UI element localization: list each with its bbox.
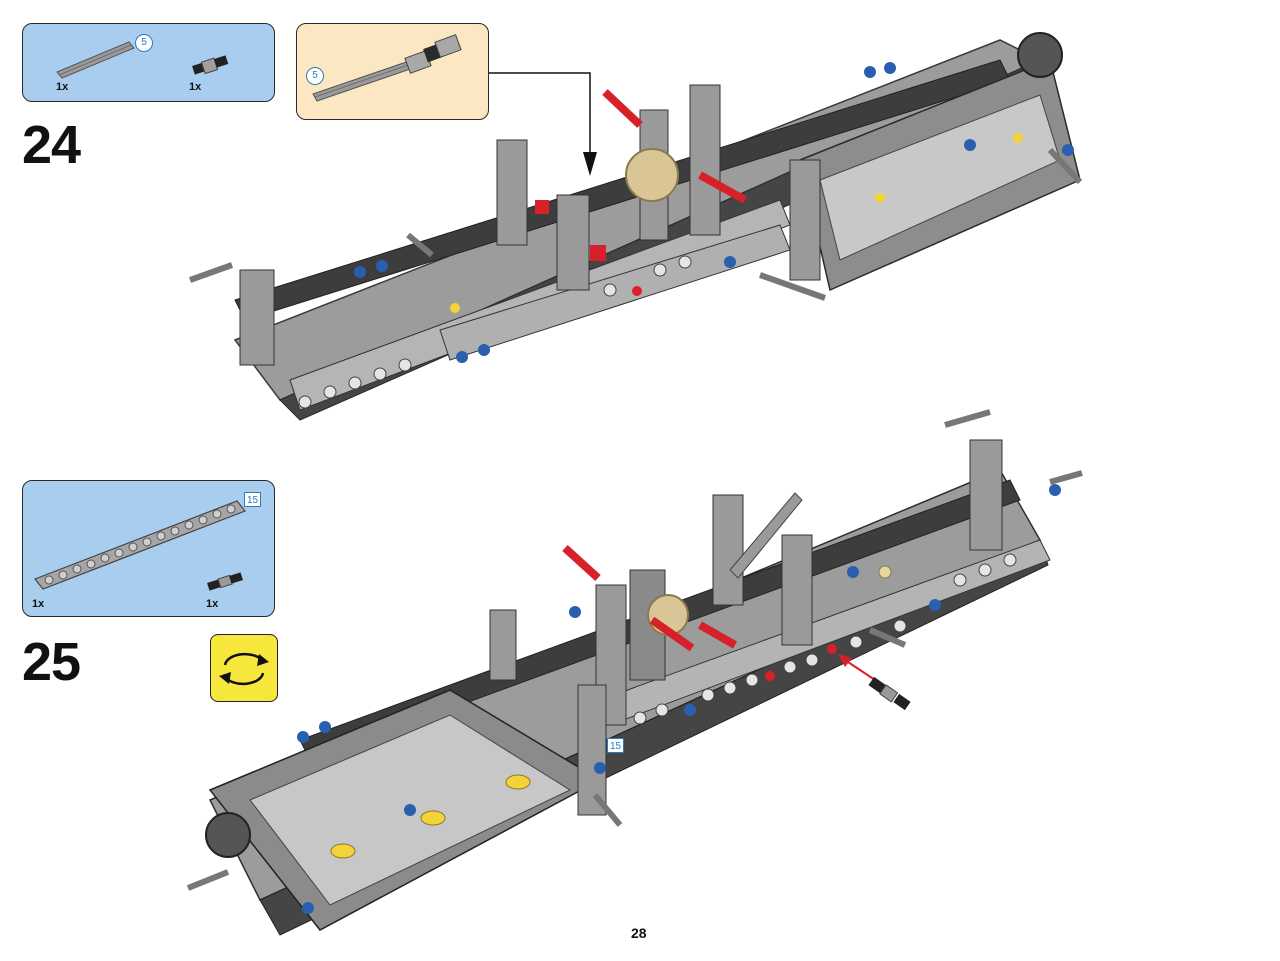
beam-holes-24 [298, 255, 692, 409]
subassembly-axle-length: 5 [306, 67, 324, 85]
rotate-model-box [210, 634, 278, 702]
colored-pins-25 [297, 484, 1061, 914]
beam-part-icon [34, 500, 246, 590]
callout-arrow-line [489, 72, 591, 160]
axle-stubs-24 [188, 147, 1083, 301]
step-24-subassembly-box: 5 [296, 23, 489, 120]
pin-connector-icon [207, 572, 243, 591]
rotate-model-icon [219, 652, 269, 686]
chassis-frame-25 [205, 439, 1051, 936]
step-24-parts-box: 5 1x 1x [22, 23, 275, 102]
step-25-parts-art [34, 500, 246, 591]
step-25-number: 25 [22, 632, 81, 692]
axle-part-icon [56, 41, 135, 79]
axle-stubs-25 [186, 409, 1083, 891]
step-25-parts-box: 15 1x 1x [22, 480, 275, 617]
subassembly-axle-joint-art [312, 34, 462, 102]
pin-connector-placement [868, 676, 911, 711]
callout-arrow-head [583, 152, 597, 176]
beam-holes-25 [633, 553, 1017, 725]
beam-length-label: 15 [244, 492, 261, 507]
universal-joint-icon [192, 55, 229, 75]
universal-joint-quantity: 1x [189, 81, 202, 93]
page-number: 28 [631, 925, 647, 941]
insertion-arrow [838, 654, 879, 683]
colored-pins-24 [354, 62, 1074, 363]
beam-callout-length: 15 [607, 738, 624, 753]
axle-length-label: 5 [135, 34, 153, 52]
beam-quantity: 1x [32, 598, 45, 610]
pin-connector-quantity: 1x [206, 598, 219, 610]
axle-quantity: 1x [56, 81, 69, 93]
step-24-parts-art [56, 41, 229, 79]
step-24-number: 24 [22, 115, 81, 175]
